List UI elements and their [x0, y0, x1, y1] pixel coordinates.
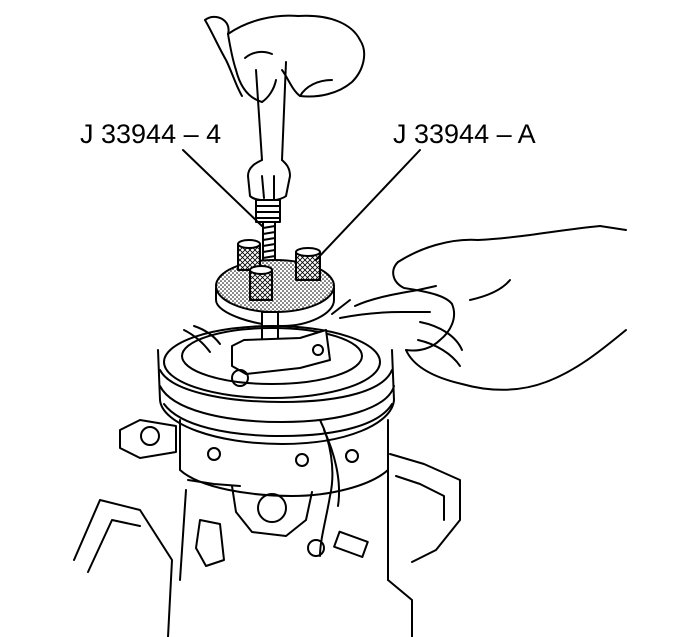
upper-hand — [204, 14, 366, 103]
leader-line-a — [182, 149, 263, 227]
tool-label-j33944-4: J 33944 – 4 — [80, 119, 222, 149]
tool-label-j33944-a: J 33944 – A — [393, 119, 536, 149]
compressor-pulley — [119, 349, 395, 581]
mounting-bracket — [73, 453, 461, 637]
clutch-hub — [163, 325, 381, 399]
right-hand-pliers — [331, 225, 627, 391]
holding-fixture — [215, 239, 335, 343]
leader-line-b — [315, 149, 421, 261]
